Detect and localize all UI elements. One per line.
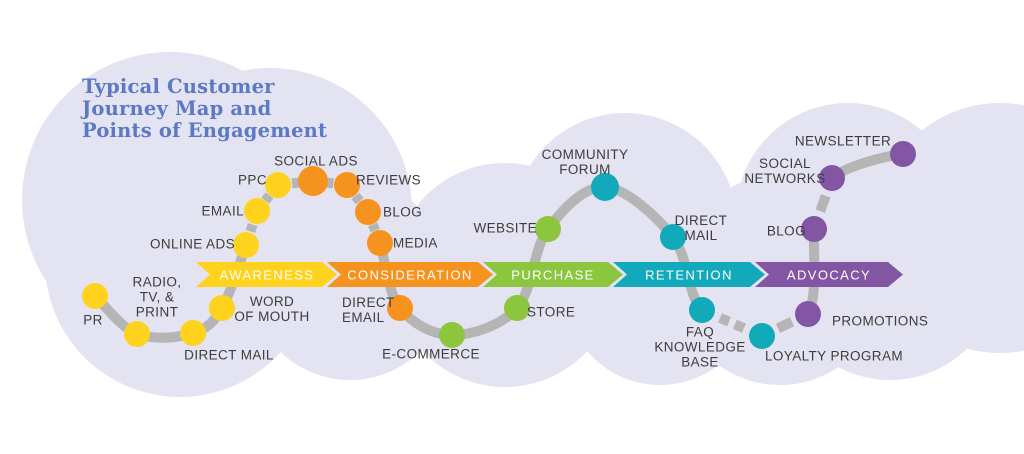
label-direct-mail: DIRECT MAIL [184,347,274,363]
stage-arrow-purchase [483,262,623,287]
dot-social-ads [298,166,328,196]
dot-website [535,216,561,242]
label-email: EMAIL [201,203,244,219]
awareness-dots [82,172,291,347]
cloud-lobe [45,127,315,397]
label-promotions: PROMOTIONS [832,313,929,329]
dot-media [367,230,393,256]
label-newsletter: NEWSLETTER [794,133,892,149]
journey-path-dash [351,192,364,205]
dot-radio-tv-print [124,321,150,347]
retention-dots [591,173,775,349]
dot-direct-email [387,295,413,321]
journey-path-dash [261,192,274,204]
stage-arrow-consideration [327,262,493,287]
stage-label-retention: RETENTION [645,267,733,283]
dot-newsletter [890,141,916,167]
label-website: WEBSITE [473,220,537,236]
label-social-networks: SOCIAL NETWORKS [744,156,826,186]
label-radio-tv-print: RADIO, TV, & PRINT [132,274,182,320]
stage-label-purchase: PURCHASE [511,267,595,283]
stage-label-advocacy: ADVOCACY [786,267,872,283]
label-ppc: PPC [238,172,267,188]
dot-social-networks [819,165,845,191]
dot-word-of-mouth [209,295,235,321]
dot-store [504,295,530,321]
label-community-forum: COMMUNITY FORUM [541,147,629,177]
diagram-title: Typical Customer Journey Map and Points … [82,75,328,142]
dot-loyalty-program [749,323,775,349]
journey-path-dash [718,313,731,327]
purchase-dots [439,216,561,348]
stage-arrow-awareness [196,262,337,287]
stage-arrow-advocacy [755,262,903,287]
dot-online-ads [233,232,259,258]
dot-pr [82,283,108,309]
label-direct-mail-retention: DIRECT MAIL [674,213,728,243]
label-word-of-mouth: WORD OF MOUTH [234,294,310,324]
dot-direct-mail-retention [660,224,686,250]
journey-path-dashes [245,177,831,333]
label-blog-consideration: BLOG [383,204,423,220]
dot-community-forum [591,173,619,201]
label-blog-advocacy: BLOG [766,223,806,239]
label-media: MEDIA [393,235,438,251]
journey-path-dash [245,223,258,233]
dot-faq-knowledge-base [689,297,715,323]
label-loyalty-program: LOYALTY PROGRAM [764,348,904,364]
label-social-ads: SOCIAL ADS [274,153,358,169]
dot-reviews [334,172,360,198]
dot-ppc [265,172,291,198]
label-online-ads: ONLINE ADS [149,236,235,252]
journey-path-dash [815,194,831,213]
label-reviews: REVIEWS [356,172,422,188]
cloud-lobe [875,103,1024,353]
dot-promotions [795,301,821,327]
label-pr: PR [83,312,103,328]
journey-path-dash [775,317,795,333]
journey-path-dash [291,177,300,189]
label-direct-email: DIRECT EMAIL [342,295,395,325]
dot-email [244,198,270,224]
journey-path-dash [368,222,380,233]
dot-direct-mail [180,320,206,346]
dot-blog-advocacy [801,216,827,242]
label-e-commerce: E-COMMERCE [382,346,480,362]
consideration-dots [298,166,413,321]
stage-label-awareness: AWARENESS [219,267,315,283]
label-faq-knowledge-base: FAQ KNOWLEDGE BASE [654,324,746,370]
dot-e-commerce [439,322,465,348]
dot-blog-consideration [355,199,381,225]
journey-path-dash [733,319,746,333]
stage-arrow-retention [613,262,765,287]
label-store: STORE [527,304,576,320]
advocacy-dots [795,141,916,327]
stage-label-consideration: CONSIDERATION [347,267,473,283]
